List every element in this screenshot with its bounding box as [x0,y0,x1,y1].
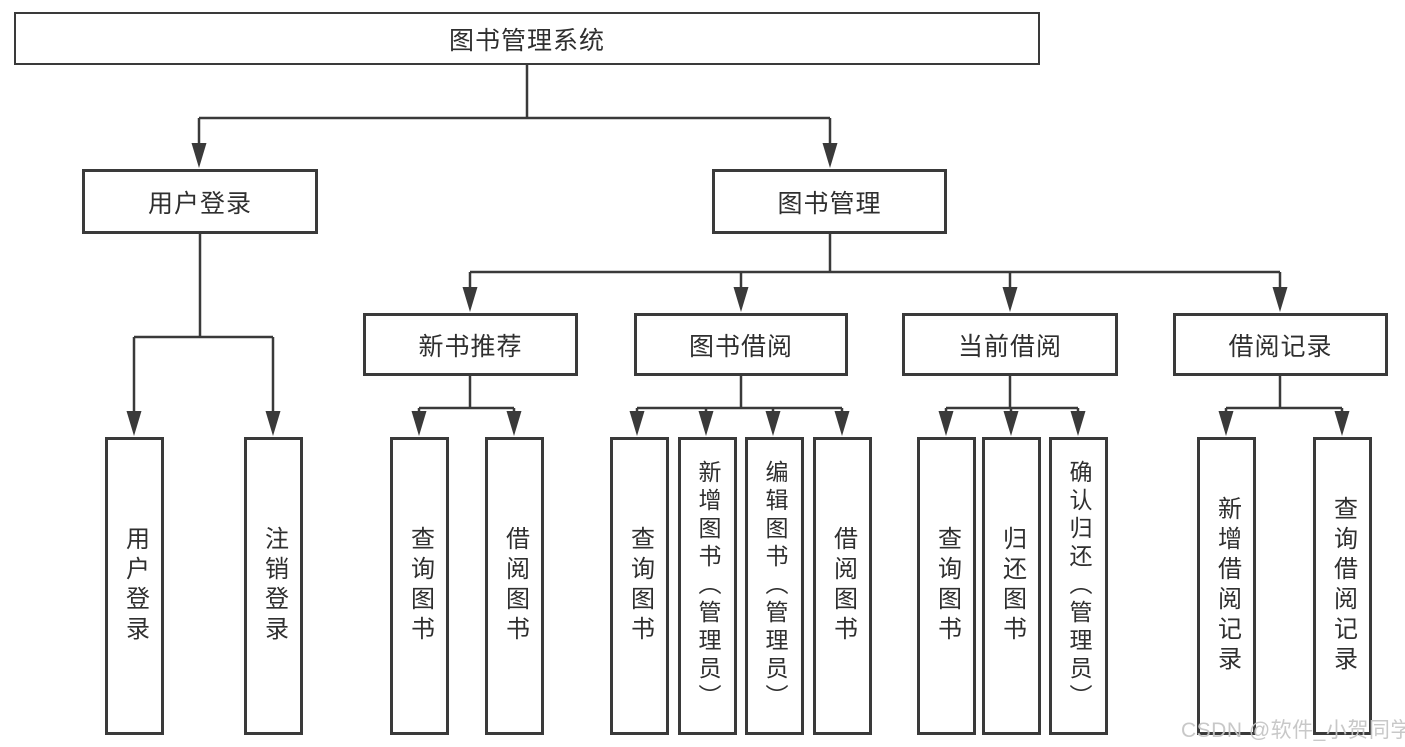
leaf-borrow-edit-book-admin-label: 编辑图书（管理员） [762,460,788,712]
node-book-borrow: 图书借阅 [634,313,848,376]
node-book-management: 图书管理 [712,169,947,234]
node-borrow-records-label: 借阅记录 [1228,332,1333,361]
leaf-records-query-record-label: 查询借阅记录 [1329,496,1357,676]
leaf-user-login: 用户登录 [105,437,164,735]
leaf-borrow-add-book-admin: 新增图书（管理员） [678,437,737,735]
connector-bookmgmt-to-level3 [468,234,1282,295]
leaf-borrow-borrow-book: 借阅图书 [813,437,872,735]
leaf-current-confirm-return-admin-label: 确认归还（管理员） [1066,460,1092,712]
leaf-recommend-query-book-label: 查询图书 [406,526,434,646]
node-current-borrow-label: 当前借阅 [957,332,1062,361]
leaf-records-add-record: 新增借阅记录 [1197,437,1256,735]
leaf-records-query-record: 查询借阅记录 [1313,437,1372,735]
arrowheads [126,143,1350,436]
leaf-current-query-book: 查询图书 [917,437,976,735]
node-user-login-label: 用户登录 [147,189,252,218]
node-book-borrow-label: 图书借阅 [688,332,793,361]
leaf-current-query-book-label: 查询图书 [933,526,961,646]
node-new-book-recommend: 新书推荐 [363,313,578,376]
watermark: CSDN @软件_小贺同学 [1181,719,1405,742]
node-user-login: 用户登录 [82,169,318,234]
leaf-recommend-query-book: 查询图书 [390,437,449,735]
node-root: 图书管理系统 [14,12,1040,65]
node-new-book-recommend-label: 新书推荐 [418,332,523,361]
leaf-records-add-record-label: 新增借阅记录 [1213,496,1241,676]
leaf-user-login-label: 用户登录 [121,526,149,646]
leaf-logout: 注销登录 [244,437,303,735]
connector-recommend-to-leaves [417,376,516,418]
leaf-current-return-book-label: 归还图书 [998,526,1026,646]
node-current-borrow: 当前借阅 [902,313,1118,376]
node-borrow-records: 借阅记录 [1173,313,1388,376]
leaf-borrow-query-book: 查询图书 [610,437,669,735]
leaf-current-confirm-return-admin: 确认归还（管理员） [1049,437,1108,735]
node-root-label: 图书管理系统 [448,26,605,55]
leaf-current-return-book: 归还图书 [982,437,1041,735]
connector-borrow-to-leaves [635,376,844,418]
connector-userlogin-to-leaves [132,234,275,418]
leaf-borrow-borrow-book-label: 借阅图书 [829,526,857,646]
connector-records-to-leaves [1224,376,1344,418]
leaf-logout-label: 注销登录 [260,526,288,646]
leaf-borrow-edit-book-admin: 编辑图书（管理员） [745,437,804,735]
leaf-recommend-borrow-book-label: 借阅图书 [501,526,529,646]
connector-root-to-level2 [197,64,832,150]
leaf-borrow-query-book-label: 查询图书 [626,526,654,646]
leaf-recommend-borrow-book: 借阅图书 [485,437,544,735]
leaf-borrow-add-book-admin-label: 新增图书（管理员） [695,460,721,712]
node-book-management-label: 图书管理 [777,189,882,218]
